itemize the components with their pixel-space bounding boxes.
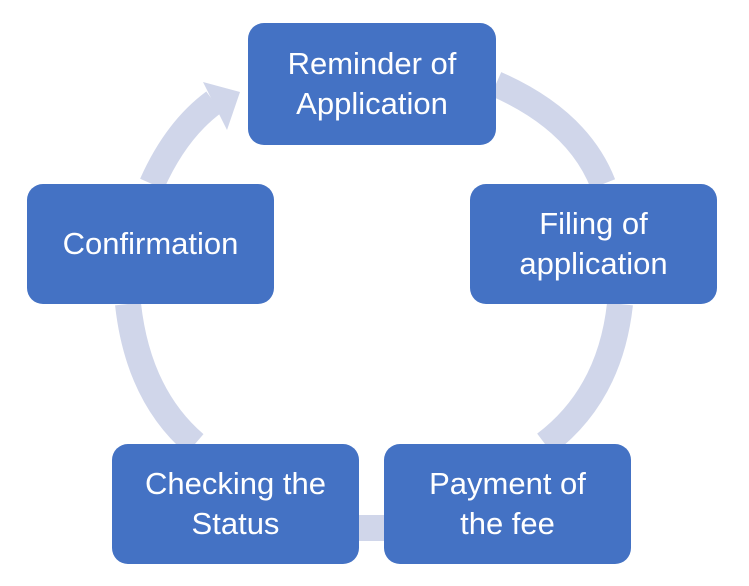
connector-arrow-5 xyxy=(140,91,222,190)
connector-arrow-4 xyxy=(115,302,204,454)
step-label: Filing of application xyxy=(519,206,668,281)
step-checking-the-status: Checking the Status xyxy=(112,444,359,564)
step-label: Confirmation xyxy=(62,226,239,261)
arrowhead xyxy=(203,82,240,130)
step-label: Checking the Status xyxy=(145,466,326,541)
connector-arrow-2 xyxy=(536,302,633,455)
step-reminder-of-application: Reminder of Application xyxy=(248,23,496,145)
step-payment-of-the-fee: Payment of the fee xyxy=(384,444,631,564)
step-label: Payment of the fee xyxy=(429,466,586,541)
step-confirmation: Confirmation xyxy=(27,184,274,304)
step-label: Reminder of Application xyxy=(287,46,457,121)
connector-arrow-1 xyxy=(490,72,616,190)
step-filing-of-application: Filing of application xyxy=(470,184,717,304)
